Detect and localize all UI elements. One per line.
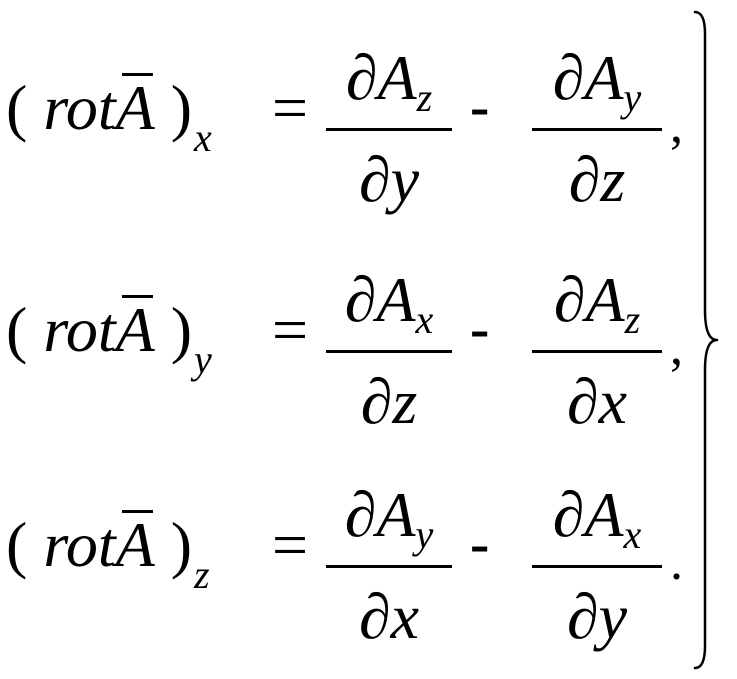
partial-symbol: ∂	[358, 581, 391, 652]
fraction-bar	[326, 350, 452, 353]
rot-operator: rot	[43, 294, 116, 365]
open-paren: (	[6, 294, 28, 365]
vector-a-letter: A	[115, 294, 155, 365]
minus-sign: -	[470, 296, 490, 361]
denominator: ∂x	[532, 370, 662, 434]
fraction-first: ∂Ax ∂z	[326, 250, 452, 440]
numerator-a: A	[584, 42, 624, 113]
partial-symbol: ∂	[552, 42, 585, 113]
open-paren: (	[6, 72, 28, 143]
fraction-bar	[532, 350, 662, 353]
vector-overline	[121, 295, 153, 298]
numerator-a: A	[585, 264, 625, 335]
partial-symbol: ∂	[344, 479, 377, 550]
numerator-a: A	[584, 479, 624, 550]
partial-symbol: ∂	[552, 479, 585, 550]
numerator-subscript: z	[416, 75, 433, 120]
vector-a-letter: A	[115, 72, 155, 143]
lhs-rot-component: ( rotA )y	[6, 295, 212, 382]
rot-operator: rot	[43, 72, 116, 143]
component-subscript: y	[194, 337, 212, 382]
fraction-second: ∂Ax ∂y	[532, 465, 662, 655]
fraction-bar	[532, 565, 662, 568]
partial-symbol: ∂	[345, 42, 378, 113]
equals-sign: =	[272, 294, 309, 365]
numerator: ∂Ax	[326, 268, 452, 343]
numerator-a: A	[376, 479, 416, 550]
denominator-variable: x	[390, 581, 420, 652]
fraction-bar	[326, 565, 452, 568]
partial-symbol: ∂	[566, 581, 599, 652]
partial-symbol: ∂	[360, 366, 393, 437]
component-subscript: z	[194, 552, 210, 597]
open-paren: (	[6, 509, 28, 580]
vector-a: A	[116, 510, 155, 577]
close-paren: )	[170, 72, 193, 143]
numerator: ∂Ay	[326, 483, 452, 558]
numerator: ∂Az	[326, 46, 452, 121]
equals-sign: =	[272, 509, 309, 580]
equation-row-x: ( rotA )x = ∂Az ∂y - ∂Ay ∂z ,	[0, 18, 737, 218]
trailing-punctuation: .	[670, 534, 683, 591]
component-subscript: x	[194, 115, 212, 160]
close-paren: )	[170, 509, 193, 580]
partial-symbol: ∂	[358, 144, 391, 215]
fraction-second: ∂Ay ∂z	[532, 28, 662, 218]
denominator-variable: z	[600, 144, 626, 215]
denominator: ∂y	[326, 148, 452, 212]
numerator: ∂Az	[532, 268, 662, 343]
numerator-subscript: x	[623, 512, 642, 557]
right-curly-brace	[693, 10, 719, 670]
lhs-rot-component: ( rotA )x	[6, 73, 212, 160]
minus-sign: -	[470, 511, 490, 576]
vector-a-letter: A	[115, 509, 155, 580]
denominator-variable: y	[390, 144, 420, 215]
numerator-a: A	[376, 264, 416, 335]
equation-row-y: ( rotA )y = ∂Ax ∂z - ∂Az ∂x ,	[0, 240, 737, 440]
numerator-a: A	[377, 42, 417, 113]
partial-symbol: ∂	[344, 264, 377, 335]
lhs-rot-component: ( rotA )z	[6, 510, 210, 597]
partial-symbol: ∂	[566, 366, 599, 437]
fraction-first: ∂Ay ∂x	[326, 465, 452, 655]
vector-a: A	[116, 73, 155, 140]
vector-a: A	[116, 295, 155, 362]
denominator: ∂z	[532, 148, 662, 212]
denominator-variable: x	[598, 366, 628, 437]
numerator: ∂Ay	[532, 46, 662, 121]
fraction-bar	[532, 128, 662, 131]
fraction-first: ∂Az ∂y	[326, 28, 452, 218]
denominator-variable: z	[392, 366, 418, 437]
fraction-second: ∂Az ∂x	[532, 250, 662, 440]
vector-overline	[121, 73, 153, 76]
rot-operator: rot	[43, 509, 116, 580]
vector-overline	[121, 510, 153, 513]
numerator-subscript: x	[415, 297, 434, 342]
denominator: ∂z	[326, 370, 452, 434]
minus-sign: -	[470, 74, 490, 139]
partial-symbol: ∂	[568, 144, 601, 215]
equals-sign: =	[272, 72, 309, 143]
equation-row-z: ( rotA )z = ∂Ay ∂x - ∂Ax ∂y .	[0, 455, 737, 655]
fraction-bar	[326, 128, 452, 131]
numerator-subscript: y	[415, 512, 434, 557]
denominator-variable: y	[598, 581, 628, 652]
trailing-punctuation: ,	[670, 319, 683, 376]
numerator-subscript: y	[623, 75, 642, 120]
numerator-subscript: z	[624, 297, 641, 342]
denominator: ∂x	[326, 585, 452, 649]
partial-symbol: ∂	[553, 264, 586, 335]
trailing-punctuation: ,	[670, 97, 683, 154]
denominator: ∂y	[532, 585, 662, 649]
numerator: ∂Ax	[532, 483, 662, 558]
close-paren: )	[170, 294, 193, 365]
